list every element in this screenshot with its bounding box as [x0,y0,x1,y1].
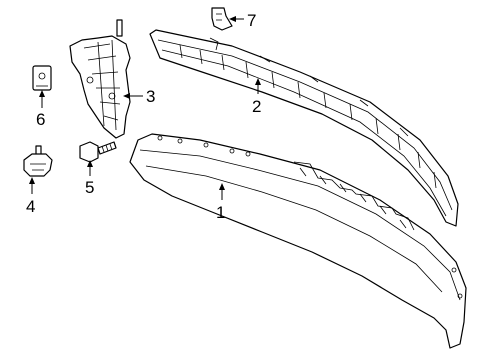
callout-4: 4 [26,197,35,216]
bolt-part-5 [79,141,117,163]
clip-part-7 [211,7,233,31]
callout-6: 6 [36,110,45,129]
callout-5: 5 [85,178,94,197]
nut-clip-part-6 [32,65,52,91]
callout-1: 1 [216,203,225,222]
callout-2: 2 [252,97,261,116]
callout-3: 3 [146,87,155,106]
callout-7: 7 [247,11,256,30]
reinforcement-beam [149,29,459,227]
bumper-valance-part-1 [129,133,467,349]
push-pin-part-4 [23,145,53,177]
bracket-part-3 [69,19,131,139]
